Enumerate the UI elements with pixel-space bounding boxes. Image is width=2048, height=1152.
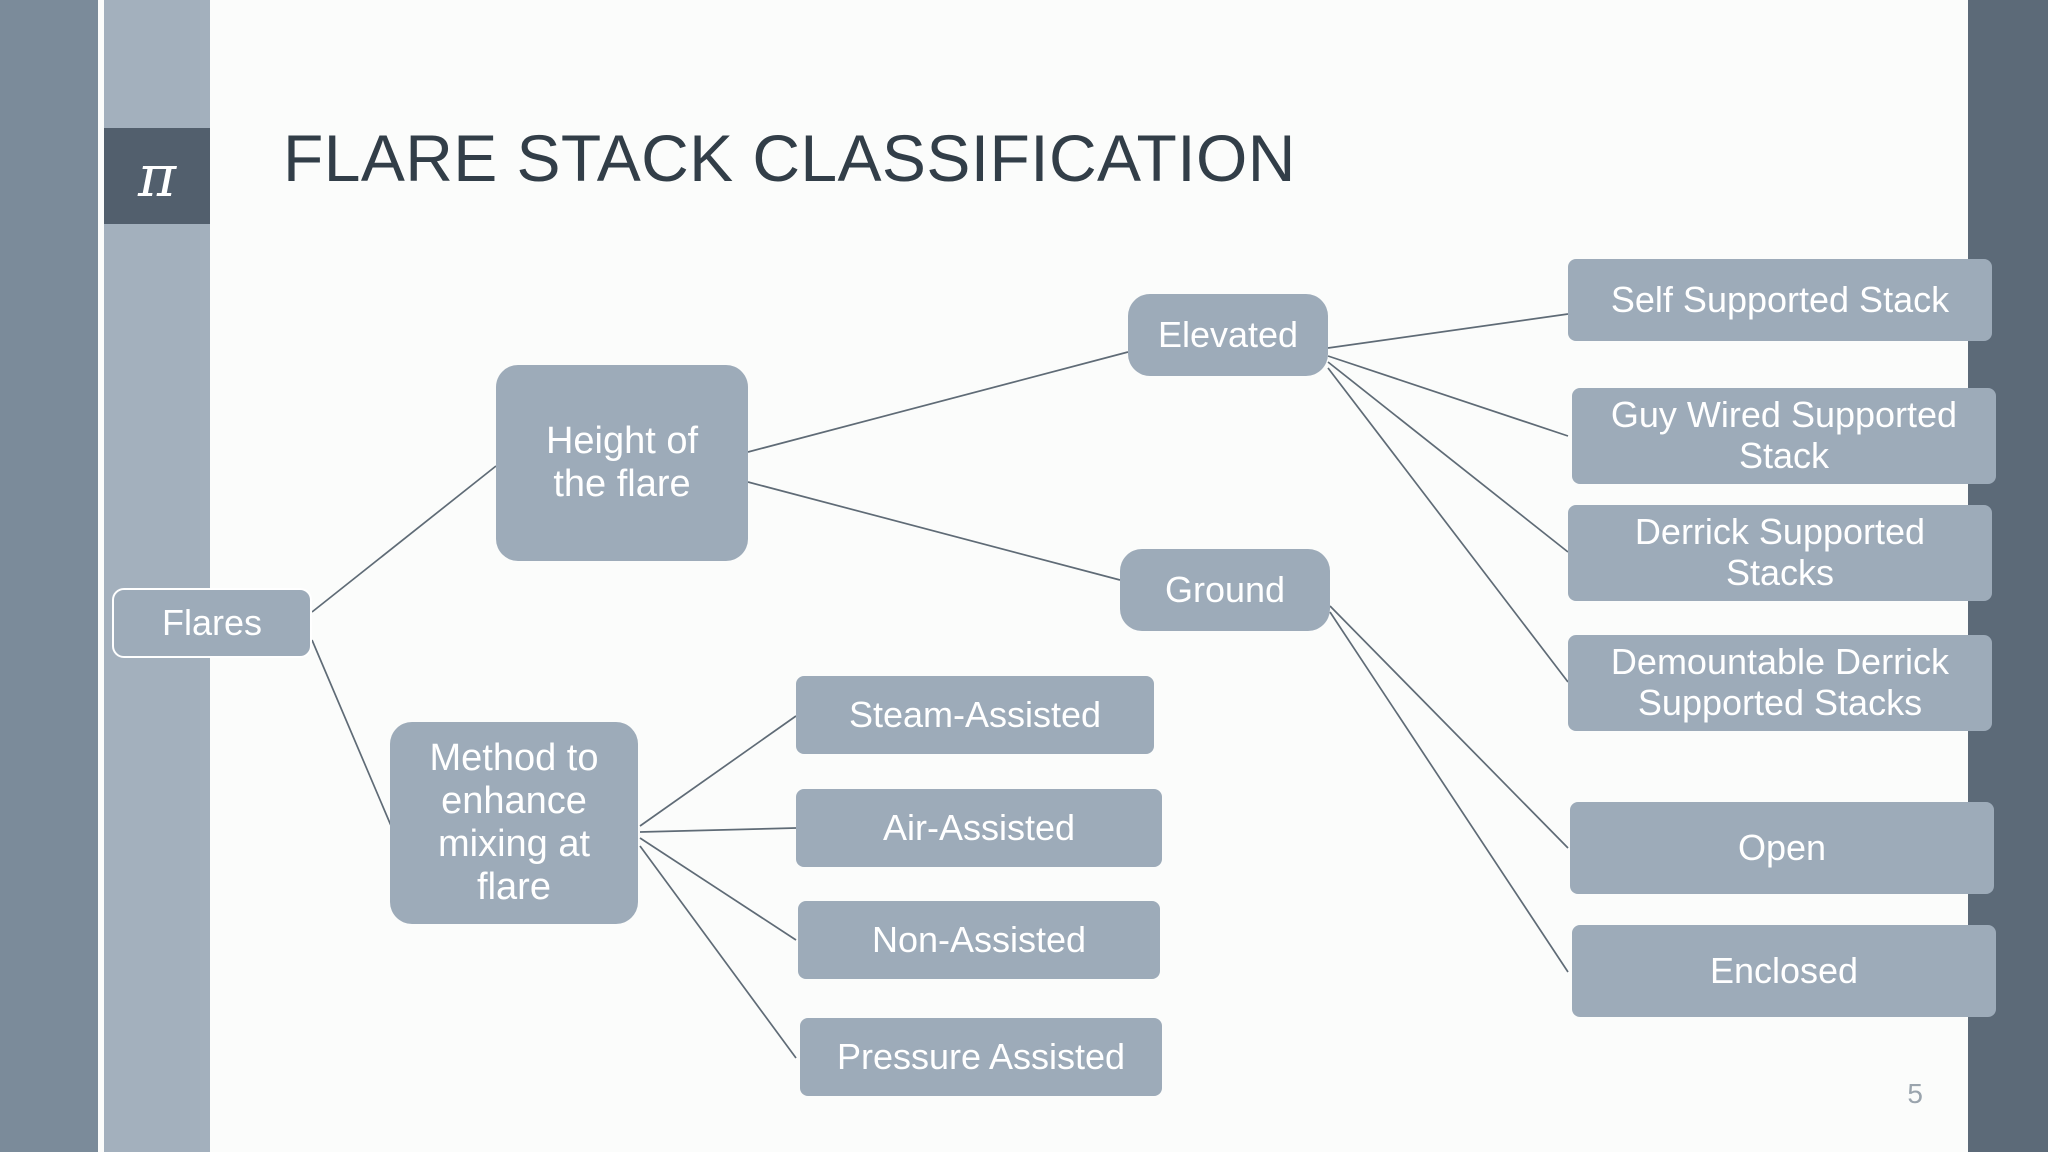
node-air-assisted[interactable]: Air-Assisted (796, 789, 1162, 867)
node-label: Guy Wired Supported Stack (1610, 394, 1958, 476)
node-label: Open (1737, 826, 1827, 868)
node-method-enhance-mixing[interactable]: Method to enhance mixing at flare (390, 722, 638, 924)
page-number: 5 (1907, 1078, 1923, 1109)
node-label: Flares (161, 601, 263, 643)
node-demountable-derrick-supported-stacks[interactable]: Demountable Derrick Supported Stacks (1568, 635, 1992, 731)
page-title: FLARE STACK CLASSIFICATION (283, 121, 1296, 195)
node-steam-assisted[interactable]: Steam-Assisted (796, 676, 1154, 754)
node-derrick-supported-stacks[interactable]: Derrick Supported Stacks (1568, 505, 1992, 601)
pi-logo-badge: π (104, 128, 210, 224)
node-label: Non-Assisted (871, 918, 1087, 960)
pi-icon: π (137, 142, 177, 210)
node-self-supported-stack[interactable]: Self Supported Stack (1568, 259, 1992, 341)
node-label: Steam-Assisted (848, 693, 1102, 735)
left-edge-dark-band (0, 0, 98, 1152)
node-label: Self Supported Stack (1610, 278, 1950, 320)
node-pressure-assisted[interactable]: Pressure Assisted (800, 1018, 1162, 1096)
node-label: Demountable Derrick Supported Stacks (1610, 641, 1950, 723)
node-label: Ground (1164, 568, 1286, 610)
node-height-of-flare[interactable]: Height of the flare (496, 365, 748, 561)
node-enclosed[interactable]: Enclosed (1572, 925, 1996, 1017)
node-flares[interactable]: Flares (112, 588, 312, 658)
node-label: Derrick Supported Stacks (1634, 511, 1926, 593)
node-label: Air-Assisted (882, 806, 1076, 848)
node-label: Method to enhance mixing at flare (429, 737, 599, 908)
node-ground[interactable]: Ground (1120, 549, 1330, 631)
node-label: Height of the flare (545, 420, 699, 505)
node-elevated[interactable]: Elevated (1128, 294, 1328, 376)
node-label: Enclosed (1709, 949, 1859, 991)
node-label: Pressure Assisted (836, 1035, 1126, 1077)
node-guy-wired-supported-stack[interactable]: Guy Wired Supported Stack (1572, 388, 1996, 484)
node-label: Elevated (1157, 313, 1299, 355)
node-open[interactable]: Open (1570, 802, 1994, 894)
node-non-assisted[interactable]: Non-Assisted (798, 901, 1160, 979)
